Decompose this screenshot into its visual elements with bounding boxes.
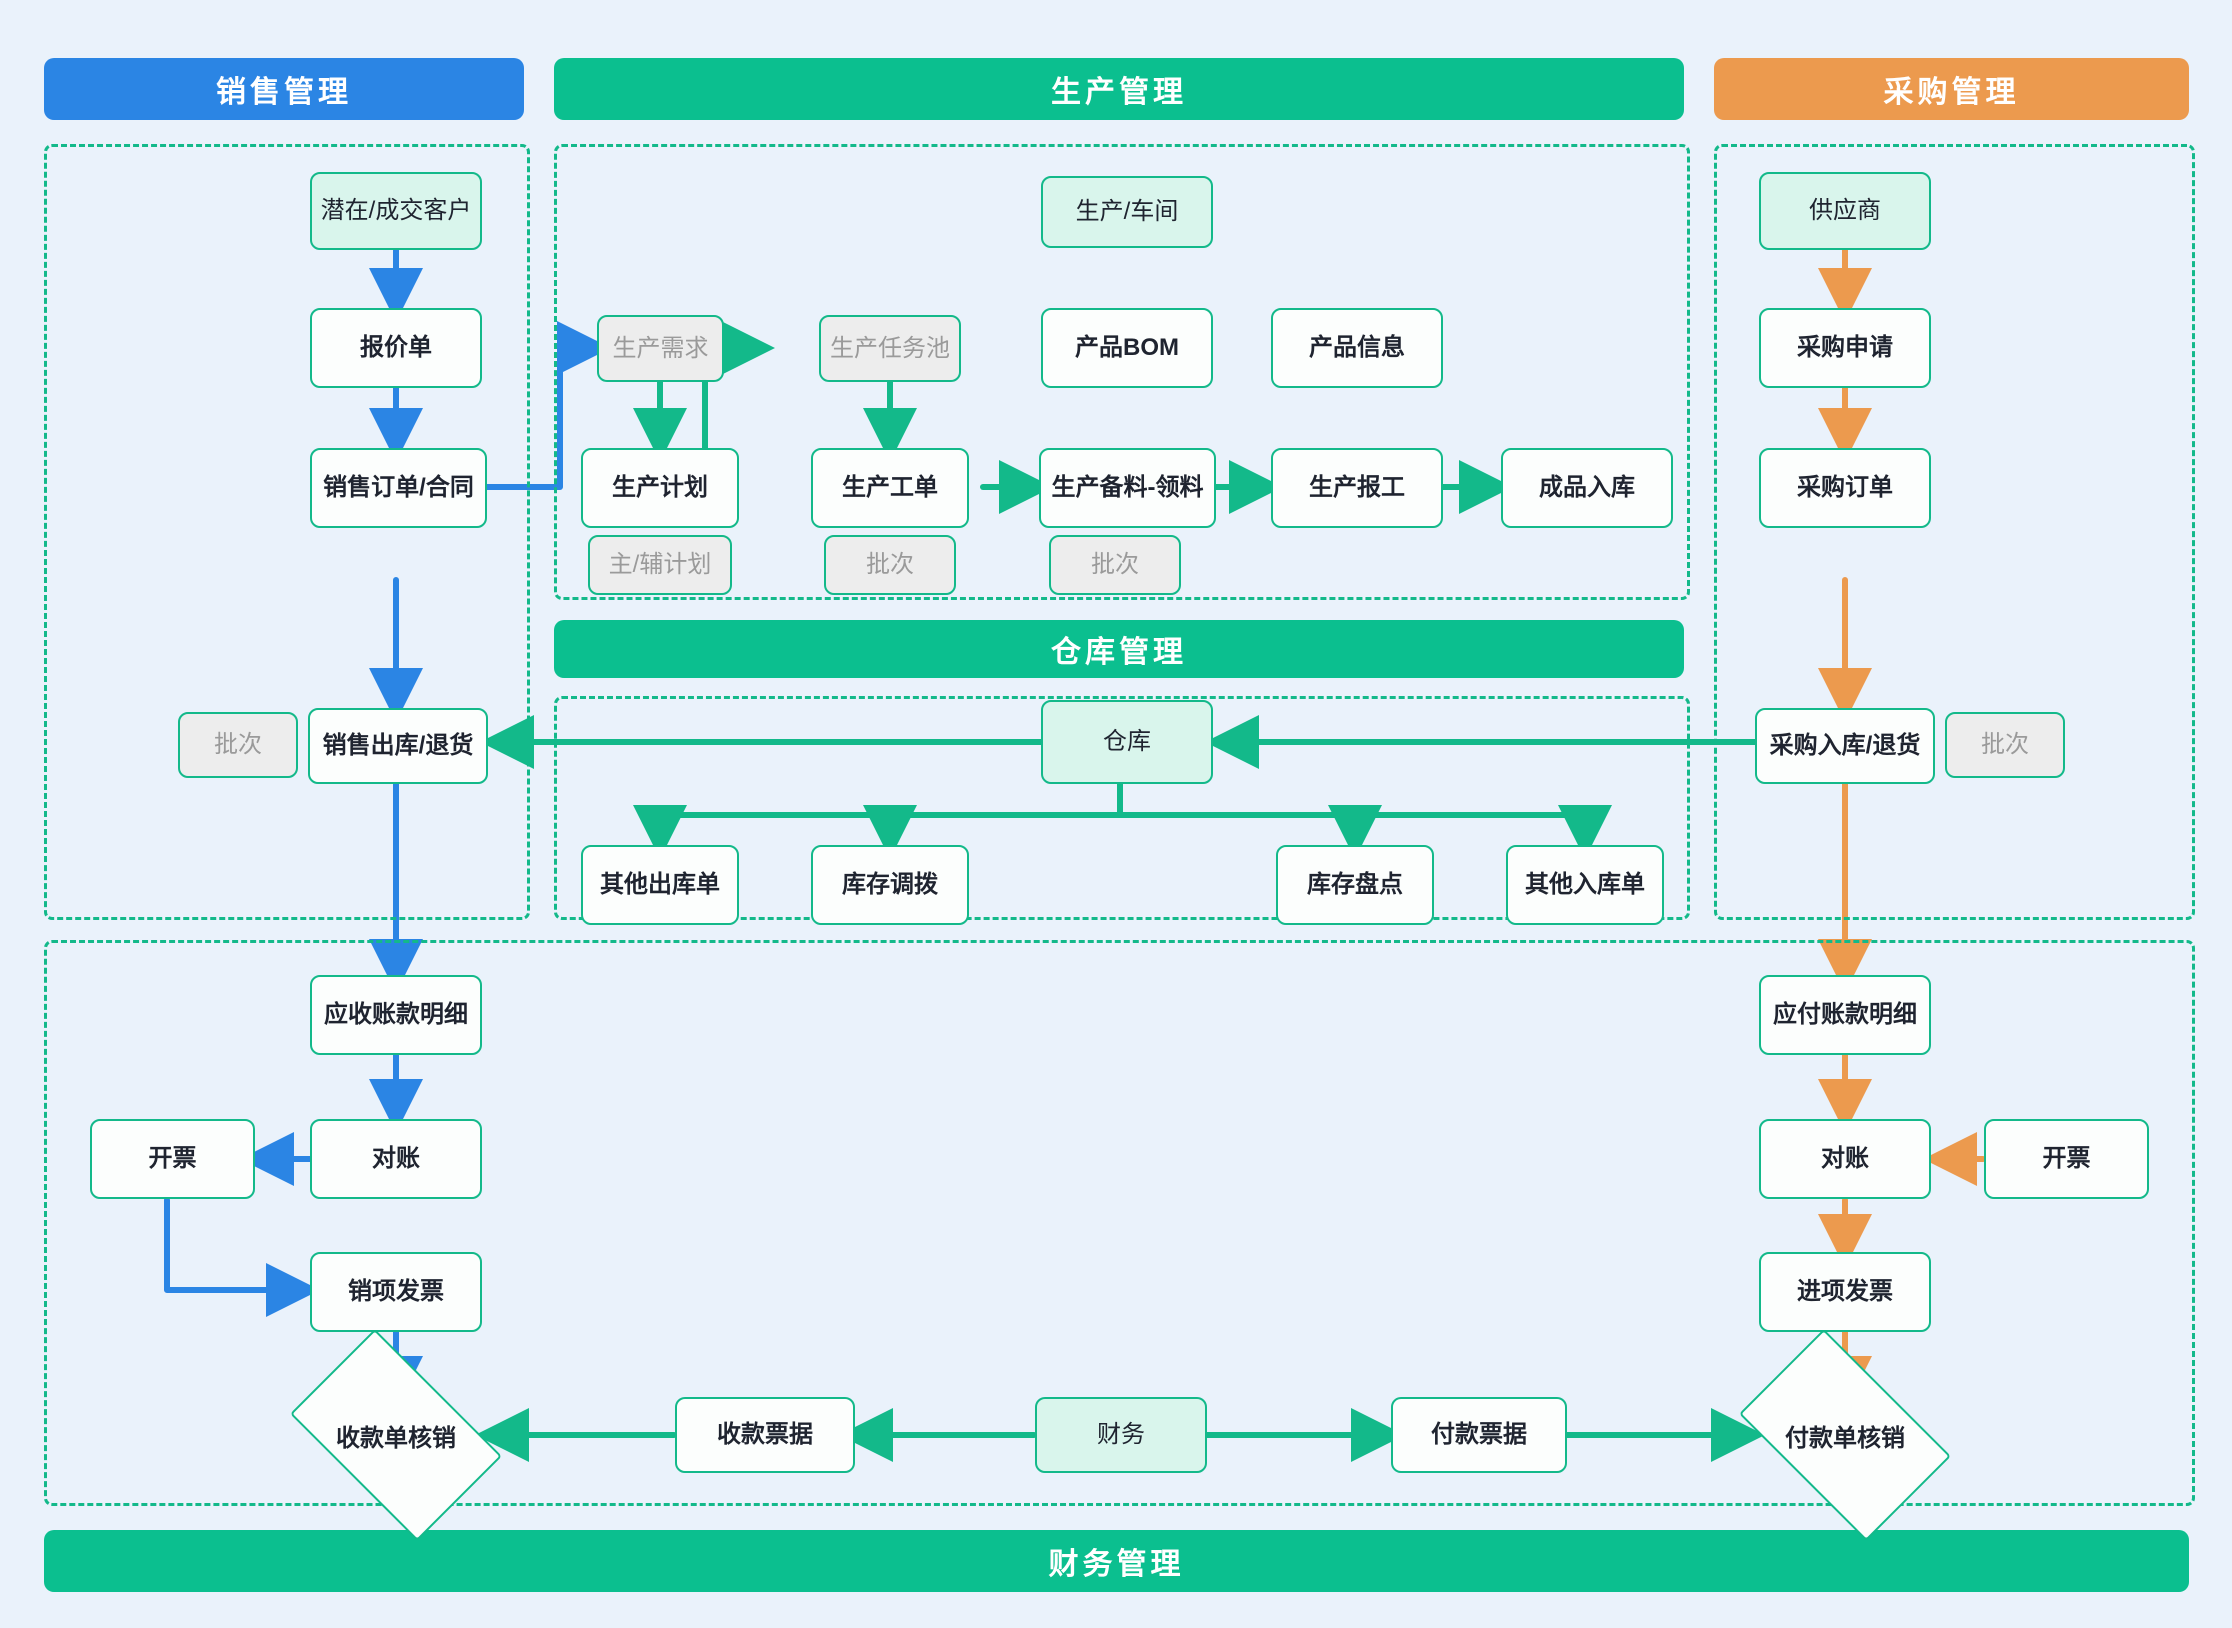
banner-production: 生产管理 bbox=[554, 58, 1684, 120]
group-purchase bbox=[1714, 144, 2195, 920]
tag-plan-type: 主/辅计划 bbox=[588, 535, 732, 595]
node-ap-reconciliation[interactable]: 对账 bbox=[1759, 1119, 1931, 1199]
node-ap-invoicing[interactable]: 开票 bbox=[1984, 1119, 2149, 1199]
node-ap-detail[interactable]: 应付账款明细 bbox=[1759, 975, 1931, 1055]
node-customer[interactable]: 潜在/成交客户 bbox=[310, 172, 482, 250]
node-stock-count[interactable]: 库存盘点 bbox=[1276, 845, 1434, 925]
node-supplier[interactable]: 供应商 bbox=[1759, 172, 1931, 250]
node-receipt-writeoff[interactable]: 收款单核销 bbox=[289, 1328, 503, 1542]
banner-sales: 销售管理 bbox=[44, 58, 524, 120]
node-product-info[interactable]: 产品信息 bbox=[1271, 308, 1443, 388]
tag-sales-batch: 批次 bbox=[178, 712, 298, 778]
node-purchase-request[interactable]: 采购申请 bbox=[1759, 308, 1931, 388]
node-purchase-inbound[interactable]: 采购入库/退货 bbox=[1755, 708, 1935, 784]
node-warehouse-hub[interactable]: 仓库 bbox=[1041, 700, 1213, 784]
group-production bbox=[554, 144, 1690, 600]
banner-finance: 财务管理 bbox=[44, 1530, 2189, 1592]
node-payment-writeoff[interactable]: 付款单核销 bbox=[1738, 1328, 1952, 1542]
node-production-report[interactable]: 生产报工 bbox=[1271, 448, 1443, 528]
node-other-outbound[interactable]: 其他出库单 bbox=[581, 845, 739, 925]
banner-warehouse: 仓库管理 bbox=[554, 620, 1684, 678]
node-task-pool[interactable]: 生产任务池 bbox=[819, 315, 961, 382]
receipt-writeoff-label: 收款单核销 bbox=[336, 1424, 456, 1452]
node-sales-order[interactable]: 销售订单/合同 bbox=[310, 448, 487, 528]
tag-purchase-batch: 批次 bbox=[1945, 712, 2065, 778]
node-finished-goods-inbound[interactable]: 成品入库 bbox=[1501, 448, 1673, 528]
node-receipt-document[interactable]: 收款票据 bbox=[675, 1397, 855, 1473]
node-stock-transfer[interactable]: 库存调拨 bbox=[811, 845, 969, 925]
group-warehouse bbox=[554, 696, 1690, 920]
group-finance bbox=[44, 940, 2195, 1506]
node-sales-outbound[interactable]: 销售出库/退货 bbox=[308, 708, 488, 784]
node-ar-detail[interactable]: 应收账款明细 bbox=[310, 975, 482, 1055]
node-material-picking[interactable]: 生产备料-领料 bbox=[1039, 448, 1216, 528]
node-workshop[interactable]: 生产/车间 bbox=[1041, 176, 1213, 248]
tag-picking-batch: 批次 bbox=[1049, 535, 1181, 595]
node-product-bom[interactable]: 产品BOM bbox=[1041, 308, 1213, 388]
node-production-plan[interactable]: 生产计划 bbox=[581, 448, 739, 528]
banner-purchase: 采购管理 bbox=[1714, 58, 2189, 120]
node-other-inbound[interactable]: 其他入库单 bbox=[1506, 845, 1664, 925]
node-output-invoice[interactable]: 销项发票 bbox=[310, 1252, 482, 1332]
node-ar-reconciliation[interactable]: 对账 bbox=[310, 1119, 482, 1199]
node-production-demand[interactable]: 生产需求 bbox=[597, 315, 724, 382]
node-ar-invoicing[interactable]: 开票 bbox=[90, 1119, 255, 1199]
node-payment-document[interactable]: 付款票据 bbox=[1391, 1397, 1567, 1473]
node-finance-hub[interactable]: 财务 bbox=[1035, 1397, 1207, 1473]
payment-writeoff-label: 付款单核销 bbox=[1785, 1424, 1905, 1452]
node-quotation[interactable]: 报价单 bbox=[310, 308, 482, 388]
node-input-invoice[interactable]: 进项发票 bbox=[1759, 1252, 1931, 1332]
group-sales bbox=[44, 144, 530, 920]
node-purchase-order[interactable]: 采购订单 bbox=[1759, 448, 1931, 528]
node-work-order[interactable]: 生产工单 bbox=[811, 448, 969, 528]
tag-work-order-batch: 批次 bbox=[824, 535, 956, 595]
